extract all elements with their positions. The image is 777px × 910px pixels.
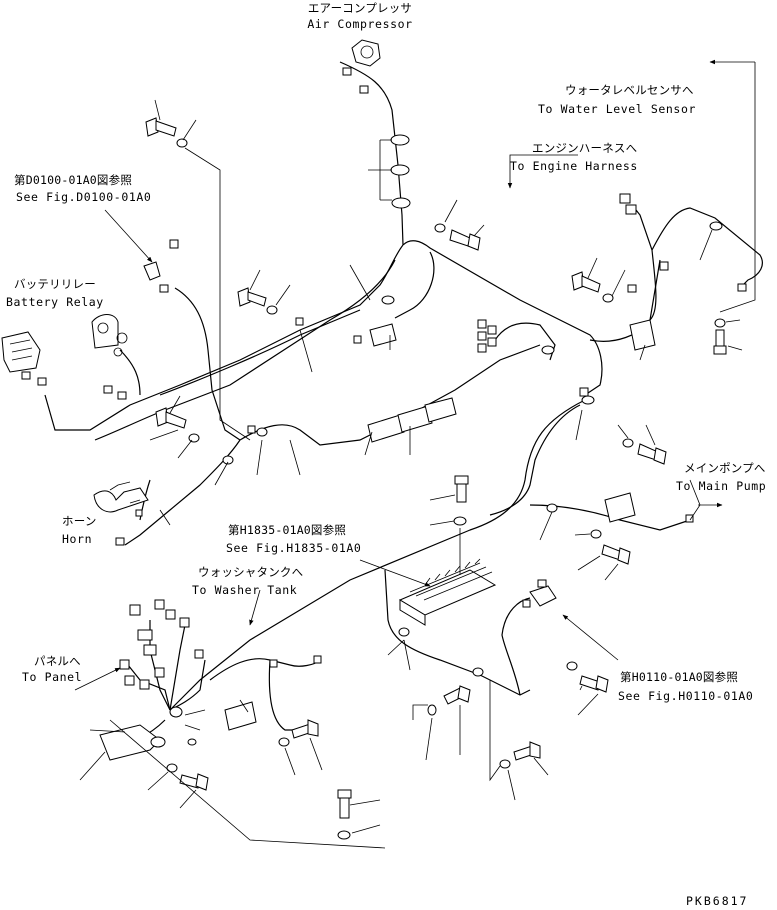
fig-h1835-label-ja: 第H1835-01A0図参照 [228,523,347,537]
fig-d0100-label-ja: 第D0100-01A0図参照 [14,173,133,187]
horn-label-en: Horn [62,532,93,546]
left-lamp-connector [1,331,47,386]
leader-lines [79,99,743,849]
main-pump-label-ja: メインポンプへ [684,461,766,475]
battery-relay [91,239,179,400]
misc-connectors [247,317,694,668]
engine-harness-label-ja: エンジンハーネスへ [532,141,638,155]
harness-clamps [150,221,723,748]
air-compressor-label-en: Air Compressor [307,17,413,31]
bolts-and-washers [145,117,727,840]
h0110-connector [529,579,557,607]
panel-label-en: To Panel [22,670,83,684]
fuse-box [398,558,497,626]
water-level-sensor-label-ja: ウォータレベルセンサへ [565,83,694,97]
wire-tags [224,319,656,731]
main-pump-label-en: To Main Pump [676,479,767,493]
panel-label-ja: パネルへ [34,654,81,668]
panel-connectors [99,599,204,761]
compressor-clamps [390,134,411,209]
washer-tank-label-ja: ウォッシャタンクへ [198,565,304,579]
fig-h1835-label-en: See Fig.H1835-01A0 [226,541,362,555]
callout-arrows [74,59,756,691]
fig-h0110-label-en: See Fig.H0110-01A0 [618,689,754,703]
washer-tank-label-en: To Washer Tank [192,583,298,597]
water-level-sensor-label-en: To Water Level Sensor [538,102,696,116]
battery-relay-label-en: Battery Relay [6,295,104,309]
engine-harness-label-en: To Engine Harness [510,159,638,173]
relay-block-center [477,319,497,353]
fig-d0100-label-en: See Fig.D0100-01A0 [16,190,152,204]
fig-h0110-label-ja: 第H0110-01A0図参照 [620,670,739,684]
horn-label-ja: ホーン [62,514,97,528]
horn [93,481,149,546]
battery-relay-label-ja: バッテリリレー [14,277,96,291]
air-compressor-label-ja: エアーコンプレッサ [307,1,413,15]
air-compressor-connector [342,39,381,94]
main-harness [44,61,763,746]
drawing-code: PKB6817 [686,894,749,908]
engine-harness-connectors [619,193,747,293]
